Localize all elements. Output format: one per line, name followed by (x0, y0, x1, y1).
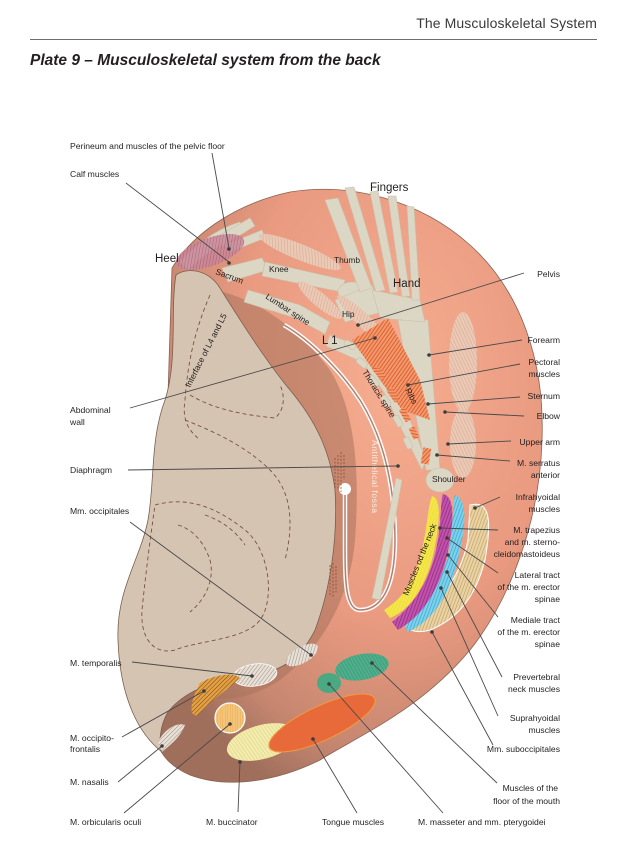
label-hand: Hand (393, 278, 421, 290)
callout-suprahyoidal: Suprahyoidal (510, 713, 560, 723)
callout-masseter: M. masseter and mm. pterygoidei (418, 817, 546, 827)
calf-muscles-zone (175, 233, 245, 271)
callout-forearm: Forearm (528, 335, 560, 345)
leader-lines (117, 152, 525, 814)
leader-dots (160, 247, 477, 764)
header-rule (30, 39, 597, 40)
callout-abdominal-wall-2: wall (69, 417, 85, 427)
label-hip: Hip (342, 309, 355, 319)
label-fingers: Fingers (370, 182, 409, 194)
callout-floor-mouth-2: floor of the mouth (493, 796, 560, 806)
callout-pelvis: Pelvis (537, 269, 560, 279)
callout-occipitales: Mm. occipitales (70, 506, 129, 516)
callout-buccinator: M. buccinator (206, 817, 258, 827)
callout-prevertebral-2: neck muscles (508, 684, 560, 694)
floor-mouth-zone (335, 653, 389, 681)
lateral-tract-band (392, 494, 453, 630)
callout-elbow: Elbow (537, 411, 561, 421)
callout-suprahyoidal-2: muscles (528, 725, 560, 735)
callout-abdominal-wall: Abdominal (70, 405, 111, 415)
callout-lateral-tract: Lateral tract (515, 570, 561, 580)
occipitofrontalis-zone (191, 674, 240, 716)
callout-mediale-tract: Mediale tract (511, 615, 561, 625)
callout-suboccipitales: Mm. suboccipitales (487, 744, 560, 754)
callout-nasalis: M. nasalis (70, 777, 109, 787)
callout-diaphragm: Diaphragm (70, 465, 112, 475)
callout-trapezius: M. trapezius (513, 525, 560, 535)
tongue-zone (268, 693, 376, 753)
label-antithelical-fossa: Antithelical fossa (370, 440, 380, 514)
callout-floor-mouth: Muscles of the (503, 783, 559, 793)
abdominal-wall-zone (352, 318, 430, 420)
callout-orbicularis: M. orbicularis oculi (70, 817, 141, 827)
callout-trapezius-3: cleidomastoideus (494, 549, 560, 559)
callout-trapezius-2: and m. sterno- (505, 537, 561, 547)
label-heel: Heel (155, 253, 179, 265)
label-knee: Knee (269, 264, 289, 274)
label-thumb: Thumb (334, 255, 360, 265)
fossa-point (339, 483, 351, 495)
callout-perineum: Perineum and muscles of the pelvic floor (70, 141, 225, 151)
concha-dashed-contours (141, 294, 291, 652)
plate-title: Plate 9 – Musculoskeletal system from th… (30, 52, 381, 69)
callout-occipitofrontalis-2: frontalis (70, 744, 100, 754)
callout-mediale-tract-2: of the m. erector (497, 627, 560, 637)
callout-prevertebral: Prevertebral (513, 672, 560, 682)
suboccipitales-zone (285, 643, 319, 667)
callout-lateral-tract-2: of the m. erector (497, 582, 560, 592)
label-shoulder: Shoulder (432, 474, 466, 484)
callout-calf-muscles: Calf muscles (70, 169, 119, 179)
callout-infrahyoidal: Infrahyoidal (516, 492, 561, 502)
callout-serratus: M. serratus (517, 458, 560, 468)
trapezius-band (384, 496, 439, 618)
callout-pectoral: Pectoral (528, 357, 560, 367)
rib-muscles (372, 365, 432, 465)
callout-occipitofrontalis: M. occipito- (70, 733, 114, 743)
concha-region (117, 270, 337, 753)
callout-mediale-tract-3: spinae (535, 639, 561, 649)
callout-tongue: Tongue muscles (322, 817, 384, 827)
callout-sternum: Sternum (528, 391, 560, 401)
callout-lateral-tract-3: spinae (535, 594, 561, 604)
mediale-tract-band (404, 495, 465, 632)
callout-temporalis: M. temporalis (70, 658, 122, 668)
running-head: The Musculoskeletal System (416, 15, 597, 31)
fossa-hatch-marks (329, 452, 345, 598)
callout-pectoral-2: muscles (528, 369, 560, 379)
callout-upper-arm: Upper arm (519, 437, 560, 447)
callout-serratus-2: anterior (531, 470, 560, 480)
nasalis-zone (158, 724, 185, 752)
label-l1: L 1 (322, 335, 338, 347)
callout-infrahyoidal-2: muscles (528, 504, 560, 514)
orbicularis-zone (214, 702, 246, 734)
